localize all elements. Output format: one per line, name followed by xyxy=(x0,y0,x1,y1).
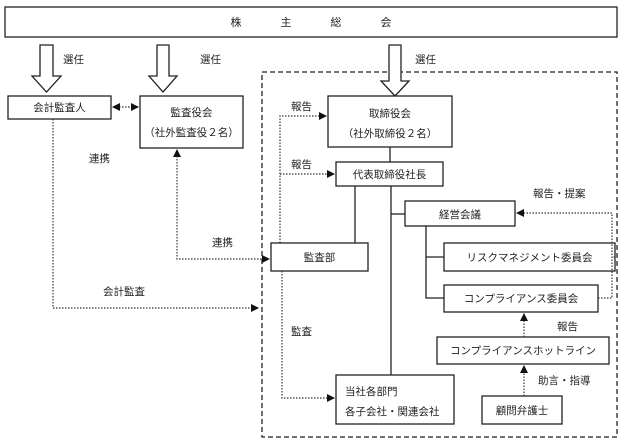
label-elect-accounting-auditor: 選任 xyxy=(63,53,84,66)
label-report-hotline: 報告 xyxy=(557,320,578,333)
label-elect-board: 選任 xyxy=(415,53,436,66)
audit-board-sublabel: （社外監査役２名） xyxy=(144,126,239,139)
label-accounting-audit: 会計監査 xyxy=(103,285,145,298)
compliance-committee-label: コンプライアンス委員会 xyxy=(464,292,579,305)
legal-counsel-label: 顧問弁護士 xyxy=(496,404,549,417)
audit-department-label: 監査部 xyxy=(304,251,336,264)
board-sublabel: （社外取締役２名） xyxy=(343,127,438,140)
compliance-hotline-box: コンプライアンスホットライン xyxy=(436,336,610,365)
audit-board-box: 監査役会 （社外監査役２名） xyxy=(139,95,244,149)
shareholders-meeting-box: 株 主 総 会 xyxy=(4,6,618,38)
election-arrow-accounting-auditor xyxy=(30,44,63,93)
label-elect-audit-board: 選任 xyxy=(200,53,221,66)
cooperation-arrow-board-auditdept xyxy=(173,149,270,263)
legal-counsel-box: 顧問弁護士 xyxy=(481,395,563,425)
risk-committee-label: リスクマネジメント委員会 xyxy=(467,251,593,264)
management-meeting-box: 経営会議 xyxy=(404,200,516,227)
label-cooperation-2: 連携 xyxy=(212,236,233,249)
compliance-hotline-label: コンプライアンスホットライン xyxy=(450,345,596,357)
label-report-board: 報告 xyxy=(291,100,312,113)
board-of-directors-box: 取締役会 （社外取締役２名） xyxy=(327,95,453,148)
departments-box: 当社各部門 各子会社・関連会社 xyxy=(335,374,455,425)
accounting-audit-arrow xyxy=(52,119,259,312)
election-arrow-board xyxy=(379,44,411,97)
management-meeting-label: 経営会議 xyxy=(439,208,481,221)
report-proposal-arrow xyxy=(516,209,613,299)
label-report-proposal: 報告・提案 xyxy=(533,187,586,200)
connector-management-compliance xyxy=(425,226,444,299)
election-arrow-audit-board xyxy=(147,44,179,93)
label-cooperation-1: 連携 xyxy=(89,152,110,165)
risk-committee-box: リスクマネジメント委員会 xyxy=(443,242,616,272)
accounting-auditor-box: 会計監査人 xyxy=(7,95,112,120)
departments-label: 当社各部門 xyxy=(345,385,398,398)
president-label: 代表取締役社長 xyxy=(353,168,427,181)
board-label: 取締役会 xyxy=(369,107,411,120)
audit-department-box: 監査部 xyxy=(270,242,369,272)
shareholders-meeting-label: 株 主 総 会 xyxy=(231,15,406,29)
president-box: 代表取締役社長 xyxy=(335,161,444,187)
audit-arrow-departments xyxy=(281,271,335,402)
report-arrow-board xyxy=(279,112,327,243)
audit-board-label: 監査役会 xyxy=(171,106,213,119)
label-report-president: 報告 xyxy=(291,158,312,171)
departments-sublabel: 各子会社・関連会社 xyxy=(345,405,440,418)
accounting-auditor-label: 会計監査人 xyxy=(33,101,86,114)
label-advice-guidance: 助言・指導 xyxy=(538,374,591,387)
compliance-committee-box: コンプライアンス委員会 xyxy=(443,284,599,313)
label-audit: 監査 xyxy=(291,325,312,338)
